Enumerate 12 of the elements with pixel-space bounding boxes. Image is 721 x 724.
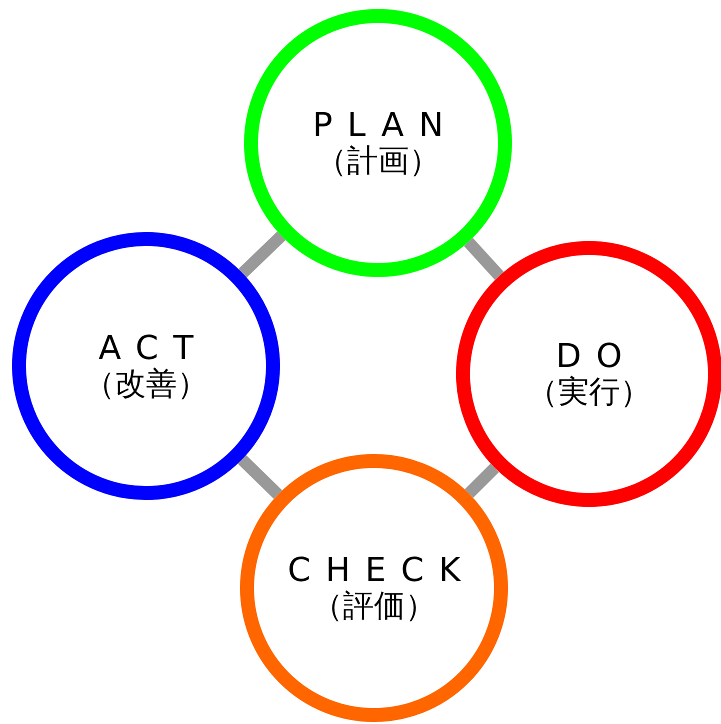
connector-line	[238, 232, 286, 278]
stage-name: PLAN	[312, 106, 458, 144]
connector-line	[464, 238, 504, 280]
stage-subtitle: （実行）	[527, 375, 651, 411]
stage-subtitle: （評価）	[312, 589, 436, 625]
stage-name: CHECK	[288, 551, 476, 590]
stage-subtitle: （改善）	[84, 367, 208, 403]
connector-line	[238, 455, 282, 499]
stage-name: DO	[556, 337, 637, 376]
stage-name: ACT	[98, 329, 208, 368]
stage-subtitle: （計画）	[316, 144, 440, 180]
connector-line	[464, 464, 499, 498]
